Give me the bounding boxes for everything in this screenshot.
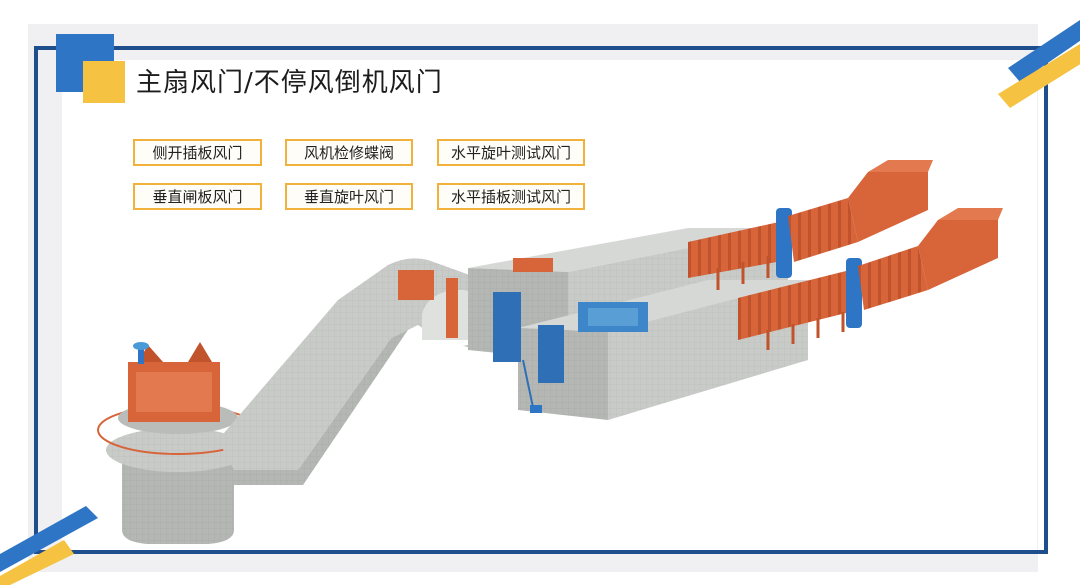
tag-horizontal-gate-test-door: 水平插板测试风门 [437,183,585,210]
fan-duct-illustration [97,160,1003,544]
decor-yellow-square [83,61,125,103]
tag-horizontal-vane-test-door: 水平旋叶测试风门 [437,139,585,166]
slide-title: 主扇风门/不停风倒机风门 [136,68,443,98]
tag-side-gate-damper: 侧开插板风门 [133,139,262,166]
tag-vertical-vane-door: 垂直旋叶风门 [285,183,413,210]
tag-vertical-gate-damper: 垂直闸板风门 [133,183,262,210]
slide-frame [34,46,1048,554]
tag-fan-butterfly-valve: 风机检修蝶阀 [285,139,413,166]
decor-corner-top-right [998,20,1080,108]
shaft [97,342,259,544]
decor-corner-bottom-left [0,506,98,585]
